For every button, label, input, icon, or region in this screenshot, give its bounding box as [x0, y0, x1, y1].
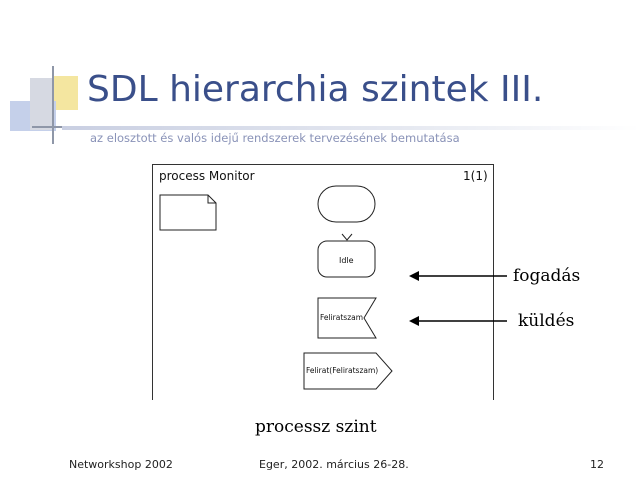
receive-annotation: fogadás: [513, 266, 581, 286]
decor-vertical-line: [52, 66, 54, 144]
slide-title: SDL hierarchia szintek III.: [87, 69, 544, 110]
text-symbol: [159, 194, 217, 231]
input-signal-label: Feliratszam: [320, 313, 364, 322]
input-symbol: [317, 297, 377, 339]
send-arrow-head: [409, 316, 419, 326]
process-header: process Monitor: [159, 169, 255, 183]
receive-arrow-head: [409, 271, 419, 281]
decor-block-gray: [30, 78, 52, 130]
title-rule: [62, 126, 640, 130]
send-annotation: küldés: [518, 311, 575, 331]
page-indicator: 1(1): [463, 169, 488, 183]
start-symbol: [317, 185, 376, 223]
page-number: 12: [590, 458, 604, 471]
slide-subtitle: az elosztott és valós idejű rendszerek t…: [90, 131, 460, 145]
flow-arrow: [341, 233, 353, 241]
diagram-caption: processz szint: [255, 417, 377, 437]
output-signal-label: Felirat(Feliratszam): [306, 366, 379, 375]
decor-block-yellow: [52, 76, 78, 110]
state-symbol: [317, 240, 376, 278]
output-symbol: [303, 352, 393, 390]
footer-center: Eger, 2002. március 26-28.: [259, 458, 409, 471]
sdl-diagram-frame: [152, 164, 494, 400]
state-label: Idle: [339, 256, 354, 265]
decor-horizontal-line: [32, 126, 72, 128]
footer-left: Networkshop 2002: [69, 458, 173, 471]
